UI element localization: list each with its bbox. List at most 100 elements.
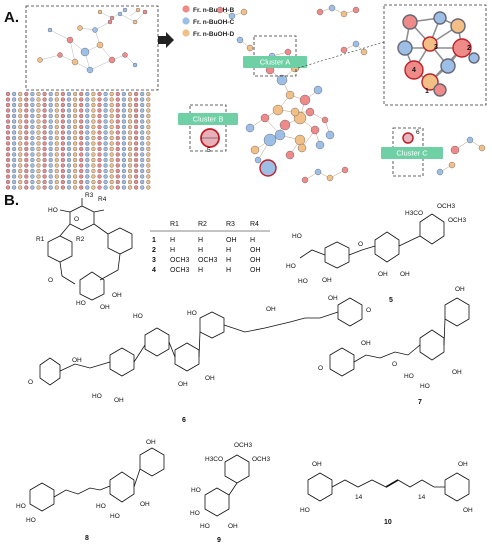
singleton-node	[42, 113, 47, 119]
c7-ho-2: HO	[420, 383, 430, 390]
singleton-node	[103, 130, 108, 135]
singleton-node	[60, 163, 65, 168]
table-cell: H	[250, 237, 255, 244]
singleton-node	[48, 124, 53, 130]
singleton-node	[127, 102, 133, 108]
network-node	[436, 168, 444, 176]
c5-och3-2: OCH3	[448, 217, 466, 224]
singleton-node	[42, 135, 47, 141]
singleton-node	[115, 168, 120, 174]
singleton-node	[48, 152, 53, 157]
c8-ho-3: HO	[96, 503, 106, 510]
table-header-r1: R1	[170, 221, 179, 228]
overview-node	[47, 27, 53, 33]
singleton-node	[72, 168, 78, 174]
singleton-node	[72, 91, 78, 97]
cluster-b-tag	[178, 113, 238, 125]
singleton-node	[140, 163, 145, 168]
singleton-node	[146, 146, 151, 152]
singleton-node	[140, 102, 145, 108]
singleton-node	[48, 179, 53, 185]
singleton-node	[30, 152, 35, 157]
singleton-node	[54, 146, 59, 152]
singleton-node-grid	[5, 91, 151, 190]
overview-node	[117, 11, 123, 17]
c5-och3-1: OCH3	[437, 203, 455, 210]
singleton-node	[24, 135, 29, 141]
singleton-node	[134, 97, 139, 102]
c6-oh-2: OH	[114, 397, 124, 404]
singleton-node	[72, 97, 78, 102]
singleton-node	[127, 108, 133, 113]
c10-ho-1: HO	[300, 507, 310, 514]
singleton-node	[97, 152, 102, 157]
singleton-node	[48, 97, 53, 102]
table-cell: H	[170, 247, 175, 254]
singleton-node	[121, 141, 126, 146]
singleton-node	[109, 119, 114, 124]
singleton-node	[66, 174, 72, 179]
singleton-node	[91, 124, 96, 130]
c6-o-1: O	[28, 379, 33, 386]
overview-node	[132, 19, 138, 25]
singleton-node	[48, 157, 53, 163]
singleton-node	[18, 152, 23, 157]
singleton-node	[134, 113, 139, 119]
network-node	[284, 48, 292, 56]
singleton-node	[24, 152, 29, 157]
network-node	[466, 136, 474, 144]
table-cell: H	[226, 257, 231, 264]
c10-chain-14-a: 14	[355, 494, 363, 501]
singleton-node	[91, 157, 96, 163]
c5-h3co: H3CO	[405, 210, 423, 217]
network-node	[340, 46, 348, 54]
singleton-node	[60, 97, 65, 102]
singleton-node	[12, 146, 17, 152]
singleton-node	[12, 174, 17, 179]
singleton-node	[97, 135, 102, 141]
singleton-node	[103, 124, 108, 130]
singleton-node	[42, 179, 47, 185]
singleton-node	[103, 179, 108, 185]
table-cell: OH	[226, 237, 237, 244]
singleton-node	[103, 152, 108, 157]
singleton-node	[66, 130, 72, 135]
singleton-node	[5, 97, 11, 102]
network-node	[478, 144, 486, 152]
singleton-node	[54, 119, 59, 124]
singleton-node	[66, 124, 72, 130]
singleton-node	[115, 179, 120, 185]
singleton-node	[66, 168, 72, 174]
node-6	[402, 132, 414, 144]
singleton-node	[121, 179, 126, 185]
c7-oh-3: OH	[452, 369, 462, 376]
singleton-node	[5, 157, 11, 163]
singleton-node	[36, 124, 41, 130]
singleton-node	[140, 141, 145, 146]
singleton-node	[12, 163, 17, 168]
singleton-node	[103, 163, 108, 168]
singleton-node	[12, 124, 17, 130]
singleton-node	[5, 152, 11, 157]
singleton-node	[24, 102, 29, 108]
singleton-node	[66, 163, 72, 168]
network-node	[341, 166, 349, 174]
singleton-node	[18, 124, 23, 130]
singleton-node	[36, 141, 41, 146]
singleton-node	[5, 174, 11, 179]
compound-10-structure	[307, 472, 470, 502]
singleton-node	[85, 102, 90, 108]
network-node	[274, 129, 286, 141]
compound-7-label: 7	[418, 399, 422, 406]
network-node	[360, 48, 368, 56]
c7-oh-1: OH	[361, 340, 371, 347]
singleton-node	[72, 163, 78, 168]
compound-9-label: 9	[217, 537, 221, 544]
singleton-node	[66, 108, 72, 113]
c9-ho-3: HO	[200, 523, 210, 530]
singleton-node	[121, 135, 126, 141]
singleton-node	[24, 130, 29, 135]
singleton-node	[36, 168, 41, 174]
singleton-node	[121, 185, 126, 190]
singleton-node	[127, 97, 133, 102]
